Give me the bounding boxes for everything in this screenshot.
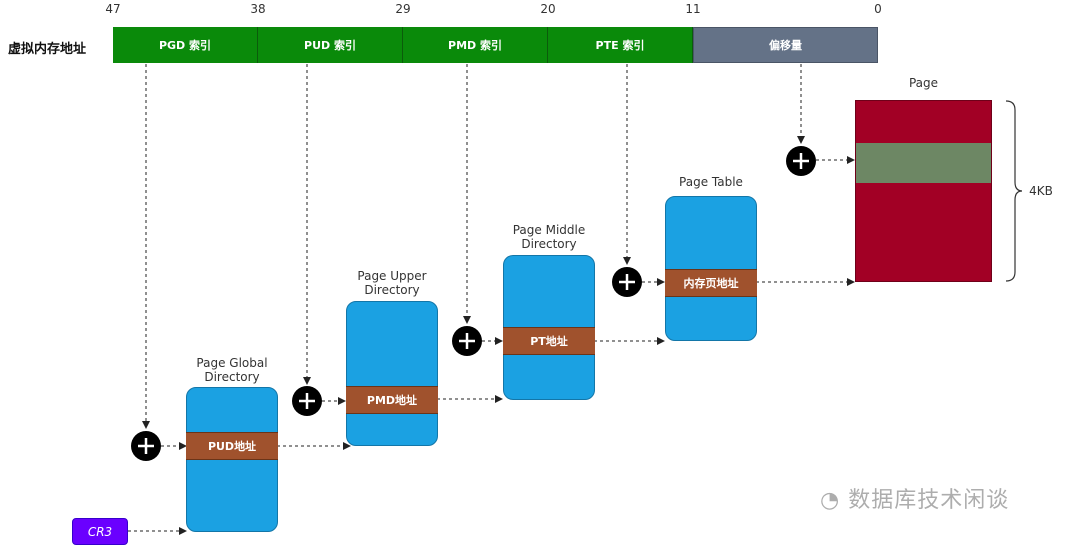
add-pmd-icon [452,326,482,356]
bit-29-label: 29 [395,2,411,16]
pud-entry: PMD地址 [346,386,438,414]
watermark-text: 数据库技术闲谈 [848,488,1010,513]
pgd-entry: PUD地址 [186,432,278,460]
page-frame [855,100,992,282]
pt-table [665,196,757,341]
add-pgd-icon [131,431,161,461]
virtual-address-bar: PGD 索引 PUD 索引 PMD 索引 PTE 索引 偏移量 [113,27,878,63]
offset-segment: 偏移量 [693,27,878,63]
page-title: Page [908,76,939,90]
pte-index-segment: PTE 索引 [548,27,693,63]
add-pte-icon [612,267,642,297]
bit-20-label: 20 [540,2,556,16]
cr3-register: CR3 [72,518,128,545]
bit-0-label: 0 [874,2,882,16]
pud-index-segment: PUD 索引 [258,27,403,63]
pt-entry: 内存页地址 [665,269,757,297]
bit-11-label: 11 [685,2,701,16]
add-pud-icon [292,386,322,416]
pgd-index-segment: PGD 索引 [113,27,258,63]
pt-title: Page Table [679,175,743,189]
pud-title: Page Upper Directory [357,269,427,297]
pgd-title: Page Global Directory [196,356,268,384]
watermark: ◔ 数据库技术闲谈 [820,482,1009,514]
add-offset-icon [786,146,816,176]
page-size-label: 4KB [1029,184,1053,198]
page-offset-highlight [856,143,991,183]
wechat-icon: ◔ [820,488,841,513]
pmd-index-segment: PMD 索引 [403,27,548,63]
bit-47-label: 47 [105,2,121,16]
pmd-title: Page Middle Directory [512,223,586,251]
bit-38-label: 38 [250,2,266,16]
pud-table [346,301,438,446]
pmd-entry: PT地址 [503,327,595,355]
virtual-address-label: 虚拟内存地址 [8,42,87,57]
